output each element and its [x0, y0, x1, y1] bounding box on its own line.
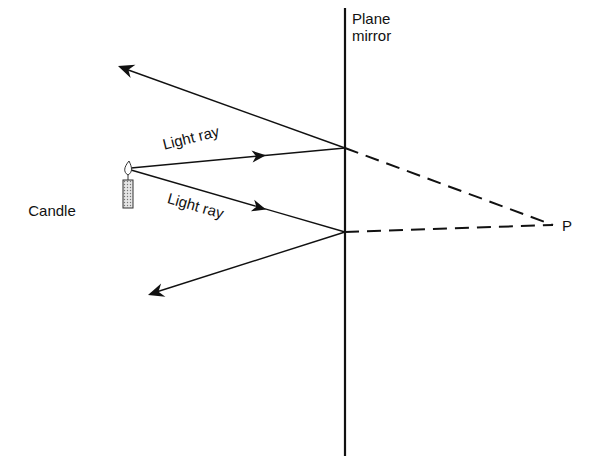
object-label: Candle [28, 202, 76, 219]
candle-figure [123, 161, 133, 208]
incident-ray [131, 148, 345, 168]
ray-label: Light ray [166, 189, 226, 221]
virtual-ray [345, 148, 553, 225]
arrowhead [146, 283, 165, 301]
mirror-label: Plane mirror [352, 10, 412, 44]
image-point-label: P [562, 217, 572, 234]
arrowhead [116, 59, 136, 78]
reflected-ray [150, 232, 345, 294]
virtual-ray [345, 225, 553, 232]
ray-label: Light ray [161, 122, 221, 152]
arrowhead [252, 149, 267, 162]
arrowhead [251, 200, 268, 215]
reflected-ray [120, 67, 345, 148]
incident-ray [131, 170, 345, 232]
